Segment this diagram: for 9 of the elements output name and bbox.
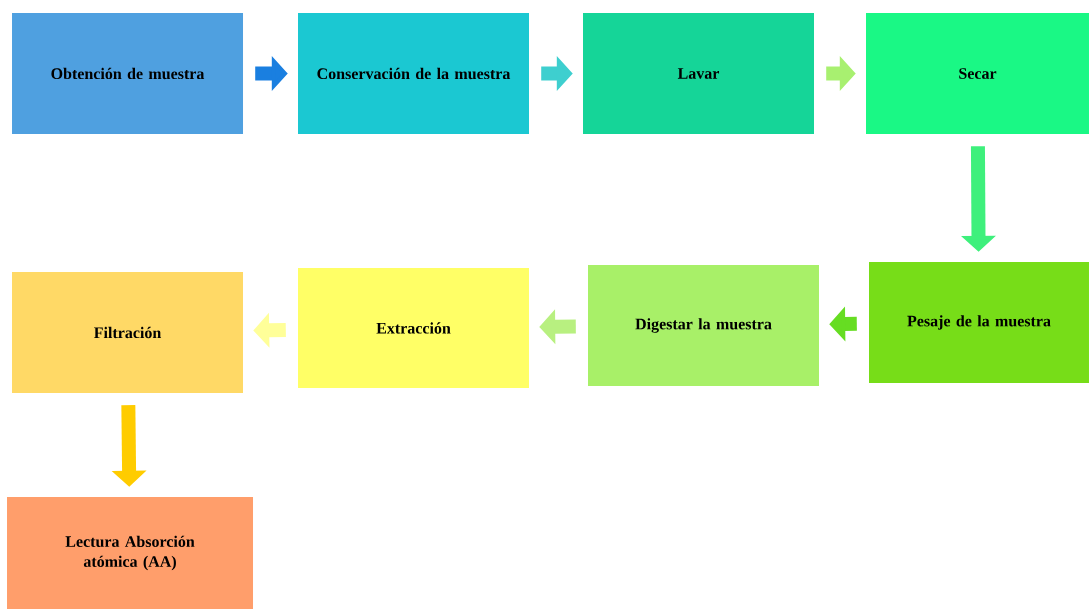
process-box: Digestar la muestra xyxy=(588,265,819,386)
process-box: Obtención de muestra xyxy=(12,13,243,134)
process-box: Extracción xyxy=(298,268,529,388)
process-box: Secar xyxy=(866,13,1089,134)
process-box: Pesaje de la muestra xyxy=(869,262,1089,383)
process-box: Filtración xyxy=(12,272,243,393)
process-box: Lectura Absorción atómica (AA) xyxy=(7,497,253,609)
process-box: Lavar xyxy=(583,13,814,134)
process-box: Conservación de la muestra xyxy=(298,13,529,134)
